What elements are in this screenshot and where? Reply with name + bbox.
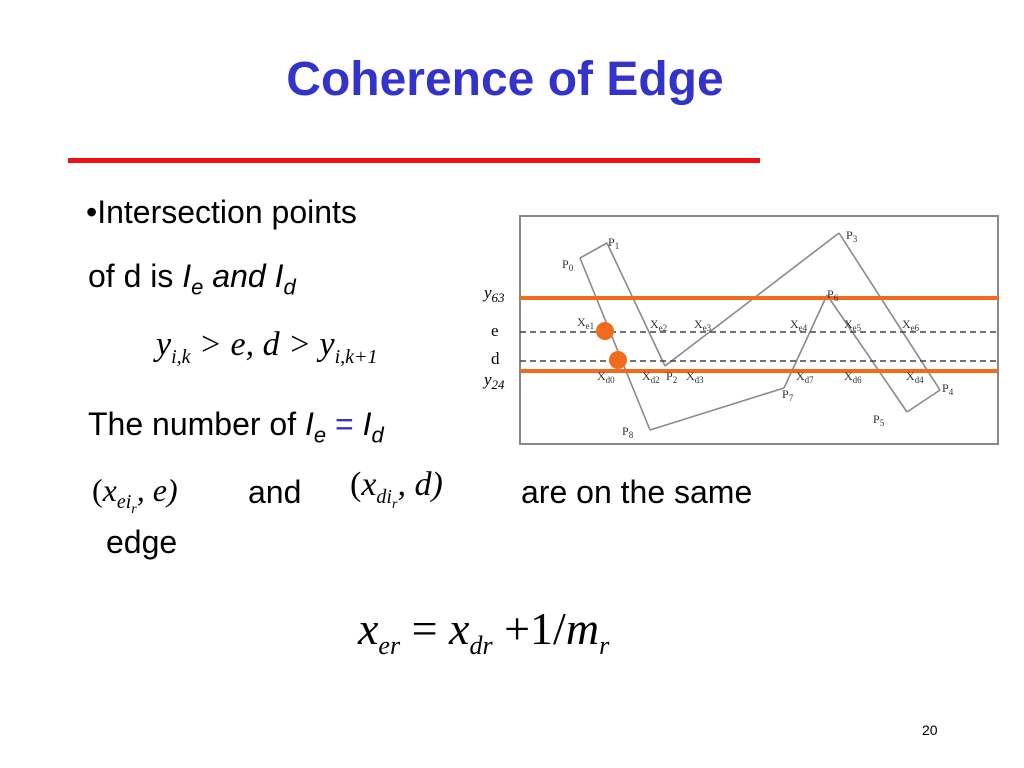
and-id: and I xyxy=(212,258,284,294)
label-p8: P8 xyxy=(622,424,634,440)
ineq-y1-sub: i,k xyxy=(171,345,191,368)
pair2-x: x xyxy=(361,466,377,503)
ineq-y2: y xyxy=(319,326,335,363)
label-xd6: Xd6 xyxy=(844,369,862,385)
label-xd4: Xd4 xyxy=(906,369,924,385)
pair2-rest: , d) xyxy=(397,466,443,503)
number-var2: I xyxy=(362,406,372,442)
number-var1-sub: e xyxy=(313,422,327,448)
number-var2-sub: d xyxy=(371,422,384,448)
pair1-open: ( xyxy=(92,472,103,508)
pair2-x-sub-text: di xyxy=(376,485,392,508)
label-xd0: Xd0 xyxy=(597,369,615,385)
id-sub: d xyxy=(283,274,296,300)
title-underline xyxy=(68,158,760,163)
formula-lhs-sub: er xyxy=(378,631,401,661)
scanline-figure: y63 y24 e d P0 P1 P3 P6 P7 P4 P5 P8 P2 X… xyxy=(482,215,999,445)
formula-plus: +1/ xyxy=(504,603,566,654)
ineq-middle: > e, d > xyxy=(199,326,312,363)
bullet-line-2: of d is Ie and Id xyxy=(88,258,296,300)
ineq-y1: y xyxy=(156,326,172,363)
edge-p7-p8 xyxy=(649,387,785,431)
label-xd2: Xd2 xyxy=(642,369,660,385)
formula-x2: x xyxy=(449,603,470,654)
number-equals: = xyxy=(335,406,354,442)
ineq-y2-sub: i,k+1 xyxy=(334,345,378,368)
label-xd7: Xd7 xyxy=(796,369,814,385)
bullet-line-1: •Intersection points xyxy=(86,194,357,231)
formula-m-sub: r xyxy=(599,631,610,661)
formula-x2-sub: dr xyxy=(469,631,493,661)
edge-p0-p1 xyxy=(579,242,608,259)
edge-p1-p2 xyxy=(606,242,666,367)
formula-eq: = xyxy=(411,603,438,654)
slide-title: Coherence of Edge xyxy=(286,53,724,106)
label-p3: P3 xyxy=(846,228,858,244)
bullet-symbol: • xyxy=(86,194,98,230)
pair2-x-sub: dir xyxy=(376,485,397,512)
formula-m: m xyxy=(565,603,600,654)
pair1-x-sub: eir xyxy=(116,491,137,517)
page-number: 20 xyxy=(922,722,938,738)
label-xe4: Xe4 xyxy=(790,317,808,333)
ie-var: I xyxy=(182,258,192,294)
label-y63: y63 xyxy=(482,283,505,305)
pair2-open: ( xyxy=(350,466,362,503)
intersection-dot-e xyxy=(596,322,614,340)
ie-sub: e xyxy=(191,274,204,300)
pair-2: (xdir, d) xyxy=(350,466,443,513)
bullet-line-2-prefix: of d is xyxy=(88,258,174,294)
label-p7: P7 xyxy=(782,387,794,403)
label-p1: P1 xyxy=(608,235,619,251)
number-prefix: The number of xyxy=(88,406,297,442)
polygon-edges xyxy=(579,232,941,431)
label-xe5: Xe5 xyxy=(844,317,862,333)
inequality: yi,k > e, d > yi,k+1 xyxy=(156,326,378,369)
edge-p3-p4 xyxy=(838,232,941,391)
same-edge-line-1: are on the same xyxy=(521,474,753,510)
pair1-x-subsub: r xyxy=(131,502,137,518)
label-y24: y24 xyxy=(482,370,505,392)
label-d: d xyxy=(491,349,500,368)
and-text: and xyxy=(248,474,302,510)
label-xe1: Xe1 xyxy=(577,315,594,331)
formula-lhs: x xyxy=(358,603,379,654)
pair-1: (xeir, e) xyxy=(92,472,178,518)
label-p4: P4 xyxy=(942,381,954,397)
bullet-line-1-text: Intersection points xyxy=(97,194,357,230)
intersection-dot-d xyxy=(609,351,627,369)
edge-p5-p6 xyxy=(826,294,908,413)
label-p6: P6 xyxy=(827,287,839,303)
label-p0: P0 xyxy=(562,257,574,273)
number-line: The number of Ie = Id xyxy=(88,406,384,448)
pair2-x-subsub: r xyxy=(391,496,398,512)
label-xd3: Xd3 xyxy=(686,369,704,385)
label-xe6: Xe6 xyxy=(902,317,920,333)
number-var1: I xyxy=(305,406,314,442)
label-xe3: Xe3 xyxy=(694,317,712,333)
edge-p4-p5 xyxy=(906,389,941,413)
pair1-rest: , e) xyxy=(136,472,178,508)
edge-p8-p0 xyxy=(579,257,651,431)
pair1-x-sub-text: ei xyxy=(116,491,132,514)
label-xe2: Xe2 xyxy=(650,317,667,333)
label-p2: P2 xyxy=(666,369,677,385)
same-edge-line-2: edge xyxy=(106,524,178,560)
pair1-x: x xyxy=(102,472,117,508)
label-e: e xyxy=(491,321,499,340)
label-p5: P5 xyxy=(873,412,885,428)
formula: xer = xdr +1/mr xyxy=(358,602,609,661)
